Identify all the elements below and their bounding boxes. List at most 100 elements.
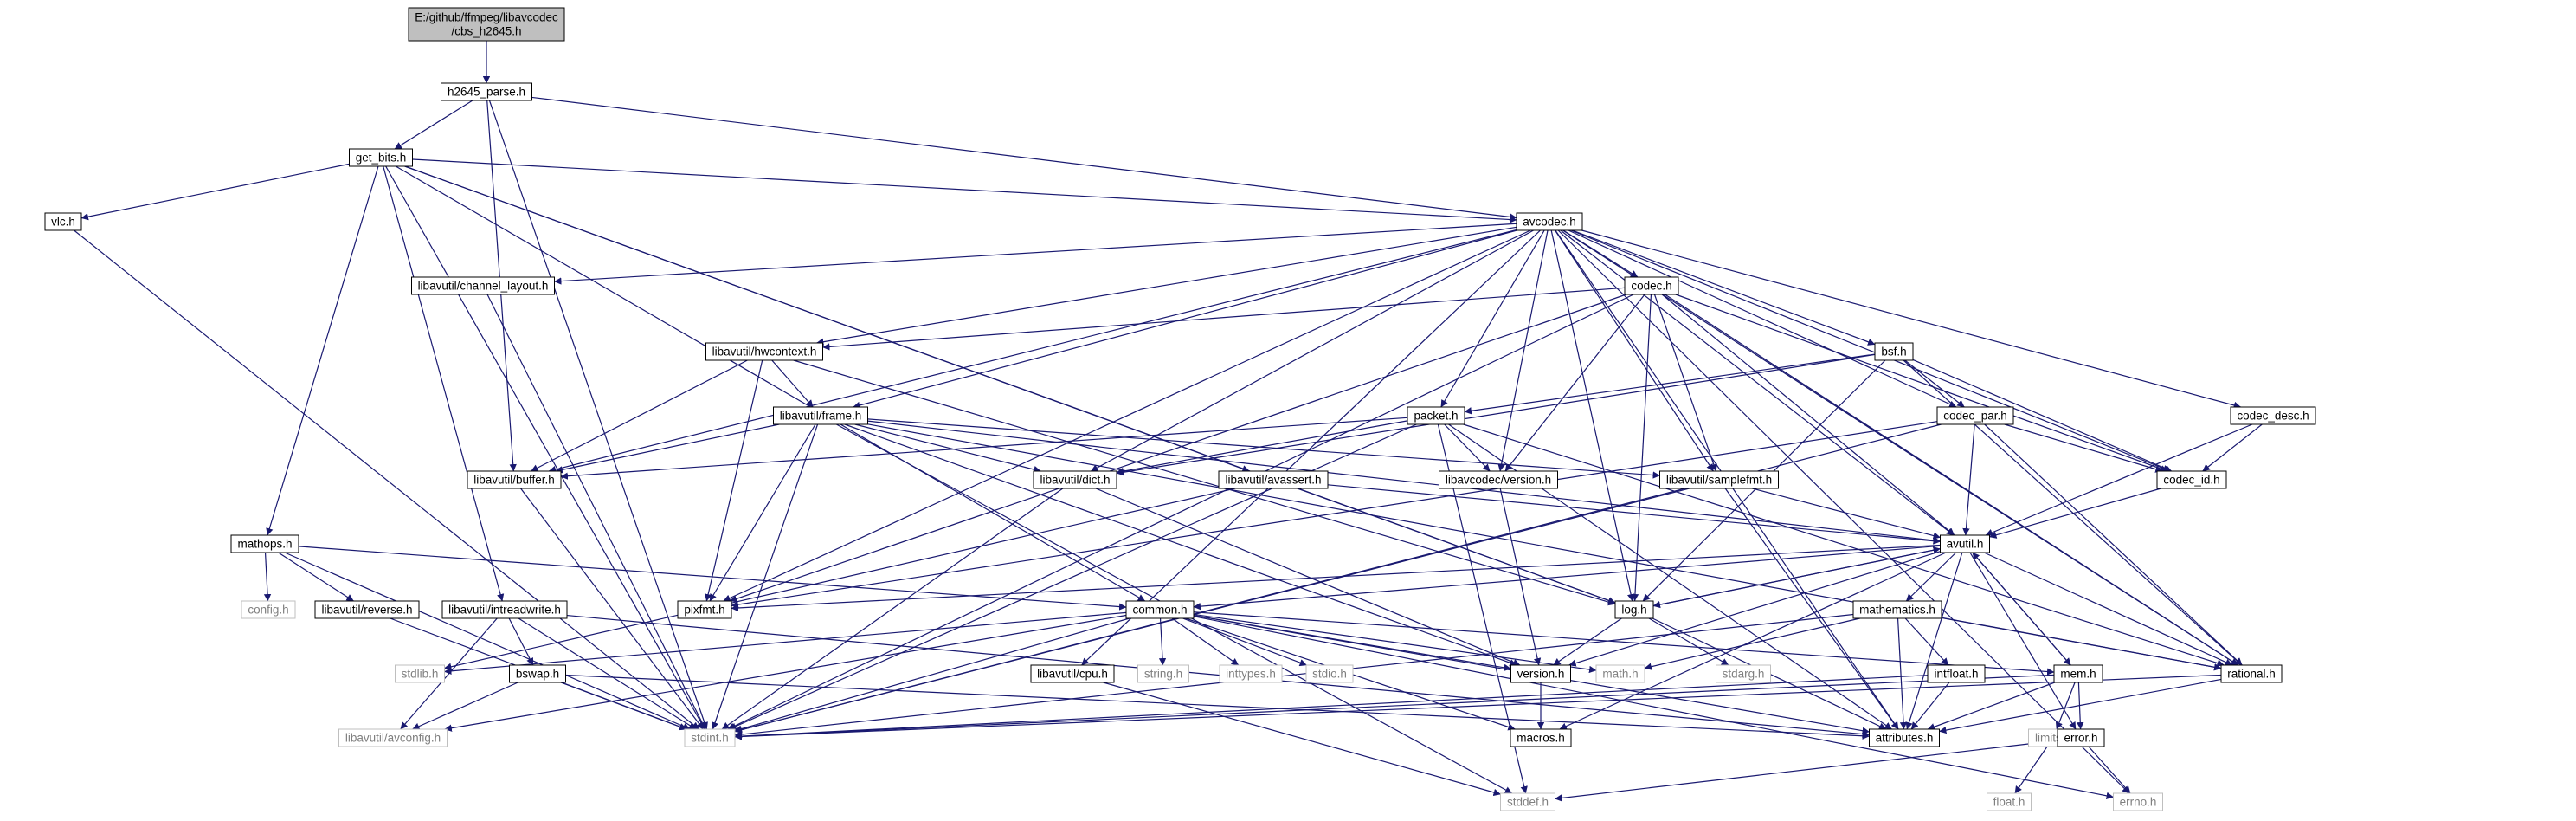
edge-mathops-to-reverse	[278, 552, 354, 602]
node-vlc[interactable]: vlc.h	[44, 212, 82, 231]
node-mem[interactable]: mem.h	[2053, 664, 2103, 683]
node-cpu[interactable]: libavutil/cpu.h	[1030, 664, 1115, 683]
node-box-version	[1510, 664, 1571, 683]
node-box-codec_id	[2156, 470, 2227, 489]
node-box-avutil	[1940, 534, 1990, 553]
edge-get_bits-to-intreadwrite	[383, 165, 505, 602]
node-box-cpu	[1030, 664, 1115, 683]
edge-cpu-to-stddef	[1103, 682, 1501, 797]
node-box-mathops	[230, 534, 299, 553]
edge-avcodec-to-samplefmt	[1555, 229, 1714, 472]
node-dict[interactable]: libavutil/dict.h	[1033, 470, 1117, 489]
node-label-stddef: stddef.h	[1507, 796, 1549, 809]
node-rational[interactable]: rational.h	[2220, 664, 2283, 683]
node-avassert[interactable]: libavutil/avassert.h	[1218, 470, 1329, 489]
edge-get_bits-to-avcodec	[412, 158, 1517, 223]
node-label-h2645_parse: h2645_parse.h	[448, 86, 525, 99]
node-box-stdint	[684, 728, 736, 747]
node-bsf[interactable]: bsf.h	[1874, 342, 1914, 361]
edge-avutil-to-mathematics	[1905, 552, 1957, 602]
node-intfloat[interactable]: intfloat.h	[1927, 664, 1986, 683]
node-box-intfloat	[1927, 664, 1986, 683]
node-box-vlc	[44, 212, 82, 231]
node-attributes[interactable]: attributes.h	[1869, 728, 1940, 747]
node-label-macros: macros.h	[1517, 732, 1565, 745]
edge-mathematics-to-stdint	[734, 613, 1854, 739]
node-h2645_parse[interactable]: h2645_parse.h	[441, 82, 532, 101]
node-mathops[interactable]: mathops.h	[230, 534, 299, 553]
node-avutil[interactable]: avutil.h	[1940, 534, 1990, 553]
node-label-samplefmt: libavutil/samplefmt.h	[1666, 474, 1772, 487]
node-buffer[interactable]: libavutil/buffer.h	[467, 470, 562, 489]
node-frame[interactable]: libavutil/frame.h	[773, 406, 868, 425]
node-box-reverse	[314, 600, 420, 619]
node-packet[interactable]: packet.h	[1407, 406, 1465, 425]
edge-bswap-to-stdint	[560, 682, 687, 731]
node-samplefmt[interactable]: libavutil/samplefmt.h	[1659, 470, 1779, 489]
node-label-packet: packet.h	[1414, 410, 1458, 423]
node-label-bsf: bsf.h	[1881, 346, 1906, 359]
edge-avcodec-to-codec_par	[1568, 229, 1957, 408]
node-error[interactable]: error.h	[2057, 728, 2105, 747]
edge-codec-to-stdint	[727, 294, 1634, 730]
edge-avcodec-to-codec_desc	[1581, 229, 2242, 409]
node-box-error	[2057, 728, 2105, 747]
edge-packet-to-dict	[1116, 420, 1408, 475]
edge-mathematics-to-rational	[1941, 617, 2222, 671]
edge-avcodec-to-pixfmt	[723, 229, 1531, 602]
node-channel_layout[interactable]: libavutil/channel_layout.h	[411, 276, 555, 295]
node-pixfmt[interactable]: pixfmt.h	[677, 600, 732, 619]
node-version[interactable]: version.h	[1510, 664, 1571, 683]
edge-codec_par-to-codec_id	[2004, 423, 2163, 473]
node-bswap[interactable]: bswap.h	[509, 664, 566, 683]
node-avcodec[interactable]: avcodec.h	[1516, 212, 1583, 231]
node-label-stdarg: stdarg.h	[1723, 668, 1765, 681]
edge-get_bits-to-vlc	[80, 163, 350, 221]
node-get_bits[interactable]: get_bits.h	[349, 148, 413, 167]
edge-common-to-stdio	[1182, 617, 1307, 667]
edge-avutil-to-error	[1969, 552, 2077, 730]
node-box-codec_desc	[2230, 406, 2316, 425]
node-hwcontext[interactable]: libavutil/hwcontext.h	[705, 342, 823, 361]
node-label-dict: libavutil/dict.h	[1040, 474, 1110, 487]
node-box-get_bits	[349, 148, 413, 167]
node-mathematics[interactable]: mathematics.h	[1852, 600, 1942, 619]
node-macros[interactable]: macros.h	[1510, 728, 1572, 747]
node-box-lavc_version	[1439, 470, 1558, 489]
node-lavc_version[interactable]: libavcodec/version.h	[1439, 470, 1558, 489]
node-label-mem: mem.h	[2060, 668, 2096, 681]
node-codec_par[interactable]: codec_par.h	[1936, 406, 2014, 425]
edge-log-to-avutil	[1652, 546, 1941, 607]
edge-h2645_parse-to-stdint	[488, 100, 708, 730]
edge-codec-to-codec_id	[1675, 294, 2168, 473]
edge-common-to-stdlib	[444, 611, 1127, 676]
node-box-channel_layout	[411, 276, 555, 295]
node-box-hwcontext	[705, 342, 823, 361]
edge-codec-to-samplefmt	[1653, 294, 1717, 472]
node-avconfig: libavutil/avconfig.h	[338, 728, 448, 747]
node-label-get_bits: get_bits.h	[356, 152, 407, 165]
node-box-stdarg	[1716, 664, 1771, 683]
node-log[interactable]: log.h	[1614, 600, 1654, 619]
node-label-codec_par: codec_par.h	[1943, 410, 2007, 423]
node-common[interactable]: common.h	[1125, 600, 1195, 619]
edge-hwcontext-to-frame	[771, 359, 814, 408]
edge-codec-to-rational	[1665, 294, 2238, 666]
node-reverse[interactable]: libavutil/reverse.h	[314, 600, 420, 619]
edge-mathops-to-stdint	[284, 552, 691, 730]
edge-codec_desc-to-avutil	[1985, 423, 2253, 536]
node-intreadwrite[interactable]: libavutil/intreadwrite.h	[441, 600, 568, 619]
node-label-stdlib: stdlib.h	[402, 668, 439, 681]
node-label-inttypes: inttypes.h	[1226, 668, 1276, 681]
edge-mathematics-to-math	[1644, 617, 1860, 670]
node-codec_desc[interactable]: codec_desc.h	[2230, 406, 2316, 425]
node-codec[interactable]: codec.h	[1624, 276, 1679, 295]
node-root[interactable]: E:/github/ffmpeg/libavcodec/cbs_h2645.h	[408, 7, 565, 42]
edge-avutil-to-common	[1193, 545, 1941, 611]
edge-hwcontext-to-pixfmt	[705, 359, 763, 602]
node-inttypes: inttypes.h	[1219, 664, 1283, 683]
edge-limits-to-float	[2014, 746, 2048, 794]
node-box-float	[1987, 792, 2032, 811]
node-codec_id[interactable]: codec_id.h	[2156, 470, 2227, 489]
node-label-error: error.h	[2064, 732, 2097, 745]
